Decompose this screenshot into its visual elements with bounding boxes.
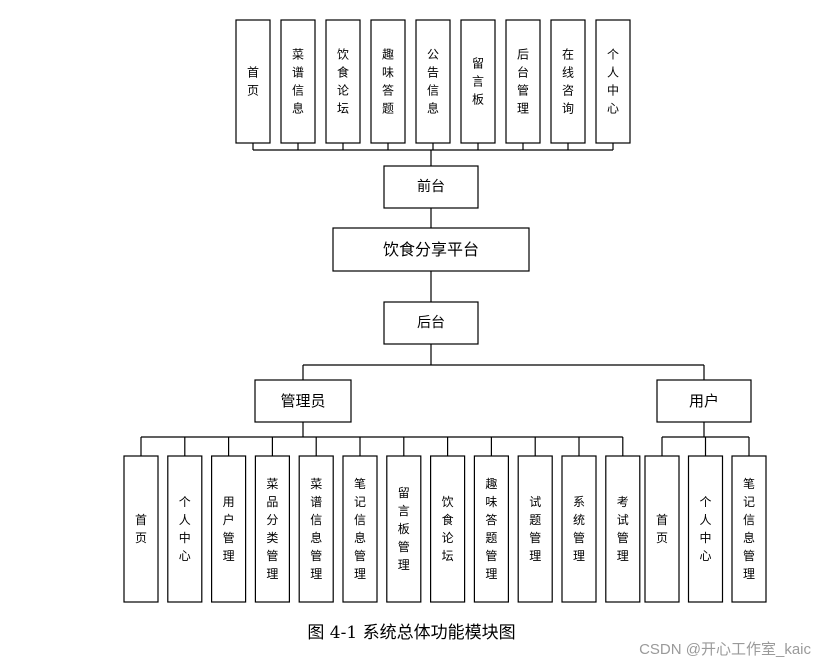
admin-module-1-box (167, 455, 203, 603)
top-module-3-box (370, 19, 406, 144)
top-module-7-label: 在线咨询 (562, 48, 574, 116)
admin-module-9: 试题管理 (517, 455, 553, 603)
admin-module-1-label: 个人中心 (179, 495, 191, 563)
top-module-5: 留言板 (460, 19, 496, 144)
user-module-1-label: 个人中心 (699, 495, 711, 563)
user-node-box (656, 379, 752, 423)
top-module-0-label: 首页 (247, 66, 259, 98)
admin-module-6-label: 留言板管理 (398, 486, 410, 572)
admin-module-2-box (211, 455, 247, 603)
user-module-1-box (687, 455, 724, 603)
user-module-0-label: 首页 (656, 513, 668, 545)
admin-module-8-label: 趣味答题管理 (485, 476, 497, 581)
admin-module-4: 菜谱信息管理 (298, 455, 334, 603)
admin-node: 管理员 (254, 379, 352, 423)
top-module-8: 个人中心 (595, 19, 631, 144)
top-module-1: 菜谱信息 (280, 19, 316, 144)
connector-lines (140, 143, 750, 456)
admin-module-3-box (254, 455, 290, 603)
user-module-0-box (644, 455, 680, 603)
admin-module-11-label: 考试管理 (617, 495, 629, 563)
admin-module-8: 趣味答题管理 (473, 455, 509, 603)
top-module-3: 趣味答题 (370, 19, 406, 144)
user-module-0: 首页 (644, 455, 680, 603)
admin-node-box (254, 379, 352, 423)
platform-node-label: 饮食分享平台 (383, 240, 479, 259)
top-module-0: 首页 (235, 19, 271, 144)
admin-module-10-label: 系统管理 (573, 495, 585, 563)
admin-module-8-box (473, 455, 509, 603)
top-module-3-label: 趣味答题 (382, 47, 394, 116)
admin-module-5: 笔记信息管理 (342, 455, 378, 603)
backend-node-label: 后台 (417, 315, 445, 331)
user-module-2: 笔记信息管理 (731, 455, 767, 603)
user-node: 用户 (656, 379, 752, 423)
frontend-node-label: 前台 (417, 178, 445, 195)
platform-node: 饮食分享平台 (332, 227, 530, 272)
admin-module-11-box (605, 455, 641, 603)
top-module-7-box (550, 19, 586, 144)
admin-module-4-label: 菜谱信息管理 (310, 477, 322, 581)
top-module-2-box (325, 19, 361, 144)
admin-module-7-box (430, 455, 466, 603)
figure-caption: 图 4-1 系统总体功能模块图 (307, 623, 516, 643)
admin-module-2: 用户管理 (211, 455, 247, 603)
admin-module-1: 个人中心 (167, 455, 203, 603)
backend-node-box (383, 301, 479, 345)
admin-module-0-box (123, 455, 159, 603)
top-module-2-label: 饮食论坛 (337, 48, 349, 116)
admin-module-9-box (517, 455, 553, 603)
admin-module-6-box (386, 455, 422, 603)
top-module-6-box (505, 19, 541, 144)
user-module-1: 个人中心 (687, 455, 724, 603)
module-nodes: 首页菜谱信息饮食论坛趣味答题公告信息留言板后台管理在线咨询个人中心前台饮食分享平… (123, 19, 767, 603)
admin-module-3: 菜品分类管理 (254, 455, 290, 603)
frontend-node-box (383, 165, 479, 209)
admin-module-5-box (342, 455, 378, 603)
admin-module-0-label: 首页 (135, 513, 147, 545)
backend-node: 后台 (383, 301, 479, 345)
top-module-6: 后台管理 (505, 19, 541, 144)
admin-module-4-box (298, 455, 334, 603)
admin-module-11: 考试管理 (605, 455, 641, 603)
top-module-4-label: 公告信息 (427, 48, 439, 116)
admin-module-10: 系统管理 (561, 455, 597, 603)
admin-module-9-label: 试题管理 (529, 494, 541, 563)
admin-module-5-label: 笔记信息管理 (354, 476, 366, 581)
platform-node-box (332, 227, 530, 272)
user-module-2-box (731, 455, 767, 603)
watermark: CSDN @开心工作室_kaic (639, 641, 811, 658)
user-node-label: 用户 (689, 392, 719, 410)
top-module-1-label: 菜谱信息 (292, 48, 304, 116)
frontend-node: 前台 (383, 165, 479, 209)
top-module-8-box (595, 19, 631, 144)
top-module-1-box (280, 19, 316, 144)
admin-module-7: 饮食论坛 (430, 455, 466, 603)
top-module-5-label: 留言板 (472, 57, 484, 107)
top-module-2: 饮食论坛 (325, 19, 361, 144)
admin-module-10-box (561, 455, 597, 603)
top-module-4: 公告信息 (415, 19, 451, 144)
top-module-0-box (235, 19, 271, 144)
admin-module-7-label: 饮食论坛 (442, 495, 454, 563)
admin-module-6: 留言板管理 (386, 455, 422, 603)
admin-module-0: 首页 (123, 455, 159, 603)
top-module-8-label: 个人中心 (607, 48, 619, 116)
admin-module-3-label: 菜品分类管理 (266, 477, 278, 581)
admin-node-label: 管理员 (280, 392, 325, 410)
user-module-2-label: 笔记信息管理 (743, 476, 755, 581)
top-module-7: 在线咨询 (550, 19, 586, 144)
top-module-4-box (415, 19, 451, 144)
top-module-6-label: 后台管理 (517, 48, 529, 116)
admin-module-2-label: 用户管理 (223, 495, 235, 563)
top-module-5-box (460, 19, 496, 144)
